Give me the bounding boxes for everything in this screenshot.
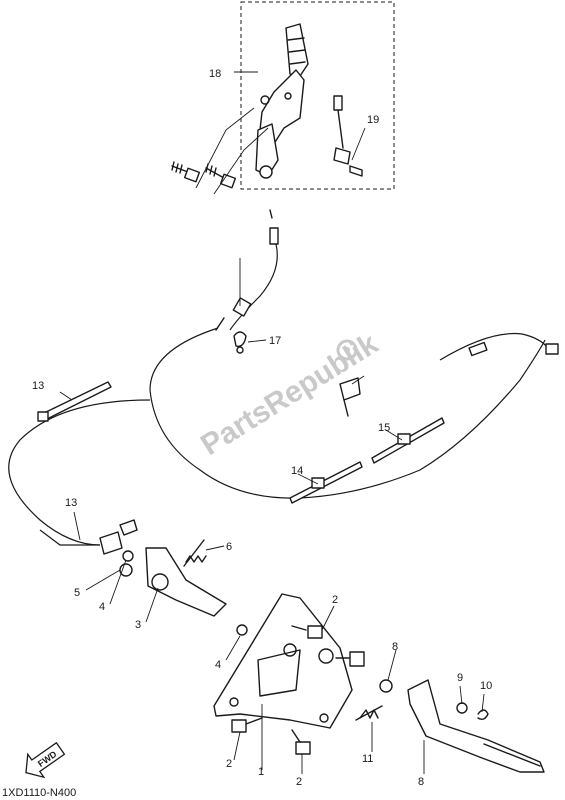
clip-19 <box>339 377 361 417</box>
callout-3: 3 <box>135 619 141 631</box>
bolt-2a <box>291 625 323 639</box>
washer-4a <box>122 550 134 562</box>
callout-5: 5 <box>74 587 80 599</box>
clamp-14 <box>233 331 247 354</box>
bolt-17a <box>171 161 201 183</box>
clip-9 <box>477 709 489 721</box>
callout-16: 19 <box>367 114 379 126</box>
spring-10 <box>355 705 383 721</box>
parking-brake-cable <box>149 209 559 499</box>
callout-6: 6 <box>226 541 232 553</box>
leader-lines <box>59 71 485 774</box>
throttle-cable-11 <box>8 399 151 555</box>
callout-2b: 2 <box>226 758 232 770</box>
pedal-bracket-1 <box>213 593 353 729</box>
washer-8b <box>456 702 468 714</box>
callout-8b: 9 <box>457 672 463 684</box>
spring-6 <box>183 539 207 567</box>
diagram-code: 1XD1110-N400 <box>2 787 76 799</box>
bolt-2c <box>291 729 311 755</box>
washer-4b <box>236 624 248 636</box>
cable-tie-13b <box>371 417 445 464</box>
callouts: 18 19 17 13 15 14 13 6 5 4 3 2 4 8 9 10 … <box>32 68 492 788</box>
bolt-2b <box>231 717 263 733</box>
callout-4b: 4 <box>215 659 221 671</box>
callout-10: 11 <box>362 753 373 765</box>
callout-12: 13 <box>32 380 44 392</box>
callout-2c: 2 <box>296 776 302 788</box>
callout-7: 8 <box>418 776 424 788</box>
brake-switch <box>333 95 363 177</box>
callout-14: 17 <box>269 335 281 347</box>
callout-11: 13 <box>65 497 77 509</box>
callout-2a: 2 <box>332 594 338 606</box>
callout-8a: 8 <box>392 641 398 653</box>
assembly-15-box <box>240 1 395 190</box>
callout-9: 10 <box>480 680 492 692</box>
lever-3 <box>145 547 227 617</box>
watermark-gear-icon <box>336 339 358 361</box>
washer-5 <box>119 563 133 577</box>
hand-lever-assembly <box>255 23 309 179</box>
cable-tie-12 <box>37 381 112 422</box>
bolt-17b <box>205 163 237 189</box>
callout-1: 1 <box>258 766 264 778</box>
brake-pedal-7 <box>335 651 545 773</box>
callout-4a: 4 <box>99 601 105 613</box>
callout-13a: 14 <box>291 465 303 477</box>
callout-13b: 15 <box>378 422 390 434</box>
cable-tie-13a <box>289 461 363 504</box>
callout-15: 18 <box>209 68 221 80</box>
washer-8a <box>379 679 393 693</box>
fwd-arrow-icon: FWD <box>25 741 66 779</box>
